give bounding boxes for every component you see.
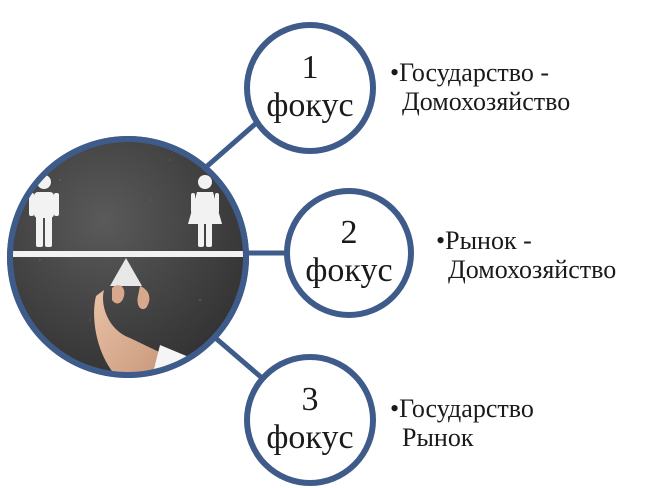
female-figure-icon [188, 175, 222, 247]
description-1-line-2: Домохозяйство [402, 87, 571, 116]
connector-1 [203, 116, 264, 170]
focus-word-3: фокус [266, 419, 354, 456]
description-2-line-2: Домохозяйство [448, 255, 617, 284]
description-3-line-2: Рынок [402, 423, 474, 452]
male-figure-icon [29, 175, 59, 247]
connector-3 [210, 333, 264, 380]
focus-number-3: 3 [301, 381, 319, 418]
focus-description-2: •Рынок - Домохозяйство [436, 226, 616, 284]
description-2-line-1: •Рынок - [436, 226, 532, 255]
balance-scale-hand-photo [7, 136, 249, 378]
focus-circle-3 [244, 354, 376, 486]
focus-description-1: •Государство - Домохозяйство [390, 58, 570, 116]
focus-number-1: 1 [301, 49, 319, 86]
focus-word-2: фокус [305, 252, 393, 289]
description-1-line-1: •Государство - [390, 58, 549, 87]
focus-circle-1 [244, 22, 376, 154]
focus-word-1: фокус [266, 87, 354, 124]
description-3-line-1: •Государство [390, 394, 534, 423]
focus-number-2: 2 [340, 214, 358, 251]
focus-circle-2 [284, 188, 414, 318]
focus-description-3: •Государство Рынок [390, 394, 534, 452]
